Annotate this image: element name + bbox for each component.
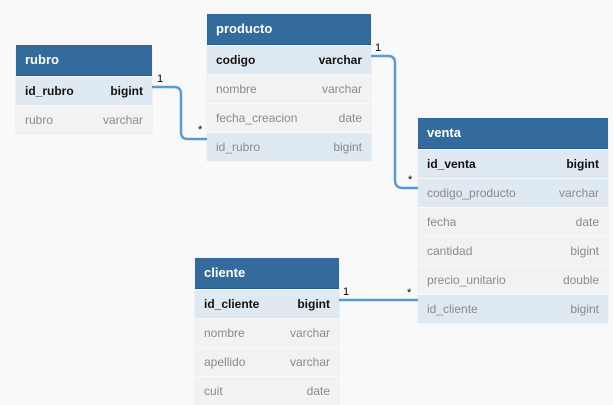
table-cliente[interactable]: cliente id_cliente bigint nombre varchar… <box>195 258 339 405</box>
column-type: varchar <box>558 186 599 200</box>
table-row[interactable]: nombre varchar <box>207 74 371 103</box>
column-name: id_cliente <box>204 297 260 311</box>
column-name: fecha <box>427 215 457 229</box>
column-type: bigint <box>333 140 362 154</box>
column-name: id_venta <box>427 157 476 171</box>
column-type: date <box>338 111 362 125</box>
column-name: nombre <box>216 82 257 96</box>
table-row[interactable]: id_venta bigint <box>418 149 608 178</box>
column-type: varchar <box>102 113 143 127</box>
table-title[interactable]: cliente <box>195 258 339 289</box>
column-name: codigo_producto <box>427 186 516 200</box>
column-type: double <box>562 273 599 287</box>
table-row[interactable]: id_rubro bigint <box>16 76 152 105</box>
table-row[interactable]: apellido varchar <box>195 347 339 376</box>
column-name: fecha_creacion <box>216 111 298 125</box>
table-row[interactable]: precio_unitario double <box>418 265 608 294</box>
column-type: bigint <box>570 302 599 316</box>
link-rubro-producto <box>152 85 207 141</box>
table-row[interactable]: id_cliente bigint <box>195 289 339 318</box>
table-row[interactable]: fecha date <box>418 207 608 236</box>
table-row[interactable]: id_cliente bigint <box>418 294 608 323</box>
column-name: id_rubro <box>25 84 74 98</box>
column-type: varchar <box>289 326 330 340</box>
column-name: apellido <box>204 355 246 369</box>
column-type: bigint <box>570 244 599 258</box>
table-venta[interactable]: venta id_venta bigint codigo_producto va… <box>418 118 608 323</box>
table-title[interactable]: rubro <box>16 45 152 76</box>
table-row[interactable]: fecha_creacion date <box>207 103 371 132</box>
cardinality-many: * <box>407 287 412 299</box>
column-type: date <box>306 384 330 398</box>
column-type: date <box>575 215 599 229</box>
column-name: id_rubro <box>216 140 261 154</box>
cardinality-one: 1 <box>375 42 382 54</box>
table-producto[interactable]: producto codigo varchar nombre varchar f… <box>207 14 371 161</box>
table-row[interactable]: codigo_producto varchar <box>418 178 608 207</box>
column-type: varchar <box>289 355 330 369</box>
column-type: bigint <box>297 297 330 311</box>
column-type: varchar <box>318 53 362 67</box>
column-name: id_cliente <box>427 302 478 316</box>
column-name: cuit <box>204 384 223 398</box>
column-name: precio_unitario <box>427 273 506 287</box>
table-row[interactable]: rubro varchar <box>16 105 152 134</box>
table-row[interactable]: cuit date <box>195 376 339 405</box>
column-name: rubro <box>25 113 54 127</box>
table-row[interactable]: codigo varchar <box>207 45 371 74</box>
link-producto-venta <box>371 54 418 190</box>
column-type: bigint <box>110 84 143 98</box>
cardinality-many: * <box>198 124 203 136</box>
table-row[interactable]: id_rubro bigint <box>207 132 371 161</box>
cardinality-one: 1 <box>343 286 350 298</box>
column-name: cantidad <box>427 244 473 258</box>
table-row[interactable]: cantidad bigint <box>418 236 608 265</box>
table-title[interactable]: producto <box>207 14 371 45</box>
column-name: nombre <box>204 326 245 340</box>
table-rubro[interactable]: rubro id_rubro bigint rubro varchar <box>16 45 152 134</box>
column-name: codigo <box>216 53 256 67</box>
table-title[interactable]: venta <box>418 118 608 149</box>
cardinality-many: * <box>408 174 413 186</box>
table-row[interactable]: nombre varchar <box>195 318 339 347</box>
column-type: bigint <box>566 157 599 171</box>
column-type: varchar <box>321 82 362 96</box>
cardinality-one: 1 <box>157 73 164 85</box>
